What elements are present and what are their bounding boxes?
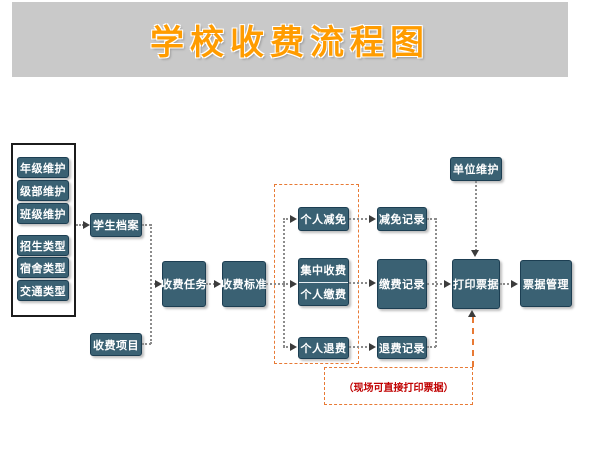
flow-line <box>283 218 285 347</box>
node-central-charge-payment: 集中收费 个人缴费 <box>298 258 349 306</box>
panel-item-enroll: 招生类型 <box>17 235 69 256</box>
arrowhead-down <box>471 250 479 257</box>
node-print-receipt: 打印票据 <box>452 259 500 309</box>
arrowhead-right <box>369 343 376 351</box>
flow-line <box>349 218 371 220</box>
arrowhead-up <box>468 310 476 317</box>
flow-line <box>150 283 156 285</box>
flow-line <box>427 283 446 285</box>
arrowhead-right <box>290 280 297 288</box>
panel-item-transport: 交通类型 <box>17 280 69 301</box>
arrowhead-right <box>214 280 221 288</box>
arrowhead-right <box>290 215 297 223</box>
flow-line <box>266 283 284 285</box>
arrowhead-right <box>155 280 162 288</box>
node-reduction-record: 减免记录 <box>377 207 427 231</box>
arrowhead-right <box>83 221 90 229</box>
node-fee-task: 收费任务 <box>161 261 207 307</box>
page-title: 学校收费流程图 <box>150 23 430 63</box>
arrowhead-right <box>369 215 376 223</box>
arrowhead-right <box>511 280 518 288</box>
flow-line <box>349 346 371 348</box>
node-personal-refund: 个人退费 <box>298 337 349 359</box>
node-fee-item: 收费项目 <box>90 333 142 356</box>
node-payment-record: 缴费记录 <box>377 259 427 309</box>
flow-line <box>283 218 292 220</box>
node-divider <box>299 281 348 283</box>
charge-group-outline <box>274 184 359 364</box>
panel-item-class: 班级维护 <box>17 203 69 224</box>
node-personal-reduction: 个人减免 <box>298 207 349 231</box>
node-central-charge-label: 集中收费 <box>300 264 347 278</box>
flow-line <box>206 283 215 285</box>
node-receipt-manage: 票据管理 <box>520 260 572 307</box>
flow-line <box>427 218 436 220</box>
annotation-connector <box>472 317 474 367</box>
flow-line <box>76 224 84 226</box>
node-refund-record: 退费记录 <box>377 336 427 359</box>
panel-item-grade: 年级维护 <box>17 157 69 178</box>
flow-line <box>283 283 292 285</box>
annotation-box: （现场可直接打印票据） <box>324 367 473 405</box>
node-fee-standard: 收费标准 <box>221 261 267 307</box>
flow-line <box>435 218 437 347</box>
node-student-file: 学生档案 <box>90 213 142 237</box>
flow-line <box>283 346 292 348</box>
base-data-panel: 年级维护 级部维护 班级维护 招生类型 宿舍类型 交通类型 <box>11 143 76 317</box>
flow-line <box>142 343 151 345</box>
node-personal-payment-label: 个人缴费 <box>300 287 347 301</box>
arrowhead-right <box>290 343 297 351</box>
flow-line <box>427 346 436 348</box>
annotation-text: （现场可直接打印票据） <box>343 382 454 394</box>
title-banner: 学校收费流程图 <box>12 2 568 77</box>
node-unit-maintain: 单位维护 <box>450 157 502 181</box>
arrowhead-right <box>369 279 376 287</box>
panel-item-dorm: 宿舍类型 <box>17 257 69 278</box>
flow-line <box>142 224 151 226</box>
flow-line <box>475 181 477 251</box>
panel-item-level: 级部维护 <box>17 180 69 201</box>
arrowhead-right <box>444 280 451 288</box>
flow-line <box>500 283 513 285</box>
flow-line <box>349 282 371 284</box>
